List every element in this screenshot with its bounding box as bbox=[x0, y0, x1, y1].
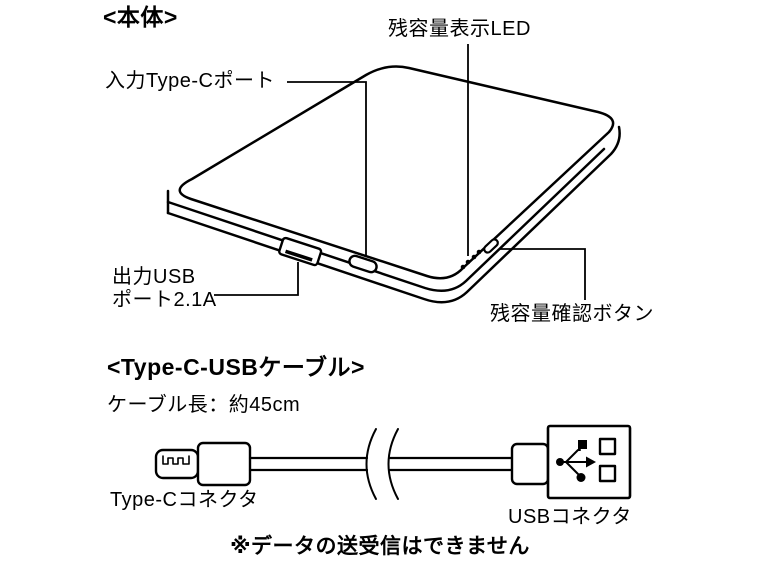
cable-length-label: ケーブル長：約45cm bbox=[107, 394, 301, 416]
typec-connector-shape bbox=[154, 441, 252, 487]
led-label: 残容量表示LED bbox=[388, 18, 531, 40]
output-port-label: 出力USB ポート2.1A bbox=[112, 266, 217, 311]
usb-connector-label: USBコネクタ bbox=[508, 506, 632, 528]
cable-illustration bbox=[154, 424, 632, 500]
usb-connector-shape bbox=[510, 424, 632, 500]
usb-trident-icon bbox=[556, 440, 596, 482]
battery-level-led-icon bbox=[460, 249, 482, 270]
battery-check-button-shape bbox=[483, 238, 499, 254]
powerbank-side-band-mid bbox=[166, 147, 606, 293]
typec-connector-label: Type-Cコネクタ bbox=[110, 489, 259, 511]
usb-contact-square-bottom bbox=[598, 464, 617, 483]
powerbank-illustration bbox=[166, 65, 621, 304]
body-section-heading: <本体> bbox=[103, 4, 178, 30]
leader-lines bbox=[214, 44, 586, 300]
data-transfer-note: ※データの送受信はできません bbox=[230, 535, 530, 558]
leader-output-port bbox=[214, 262, 299, 296]
powerbank-side-band-bottom bbox=[166, 125, 621, 304]
output-usb-port bbox=[278, 236, 323, 267]
leader-check-button bbox=[499, 248, 586, 300]
check-button-label: 残容量確認ボタン bbox=[490, 303, 654, 325]
usb-contact-square-top bbox=[598, 437, 617, 456]
cable-line bbox=[248, 456, 514, 472]
powerbank-top-surface bbox=[178, 65, 615, 280]
leader-input-port bbox=[287, 81, 367, 256]
input-port-label: 入力Type-Cポート bbox=[105, 70, 275, 92]
input-typec-port bbox=[348, 254, 378, 274]
cable-section-heading: <Type-C-USBケーブル> bbox=[107, 354, 365, 380]
cable-break-mark bbox=[365, 428, 399, 500]
